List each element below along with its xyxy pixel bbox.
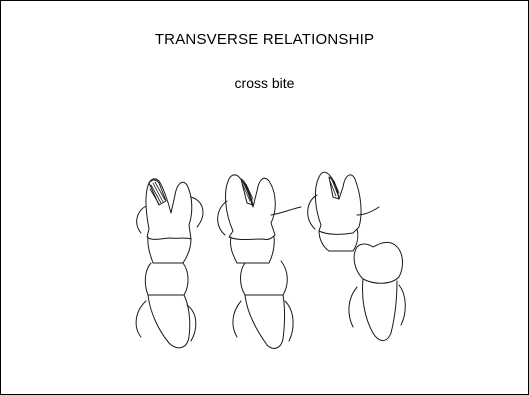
tooth-pair-left bbox=[136, 179, 203, 348]
lower-tooth-crown-right bbox=[354, 242, 402, 283]
hatched-cusp-right bbox=[329, 177, 339, 199]
lower-tooth-crown-middle bbox=[241, 261, 288, 295]
upper-root-left bbox=[148, 237, 191, 263]
lower-tooth-crown-left bbox=[145, 263, 188, 295]
gum-line-upper-right-right bbox=[357, 207, 379, 215]
upper-root-middle bbox=[230, 237, 274, 263]
gum-line-upper-right bbox=[191, 197, 203, 227]
gum-line-upper-left bbox=[137, 206, 146, 233]
lower-root-right bbox=[362, 279, 397, 341]
tooth-pair-middle bbox=[218, 175, 301, 349]
upper-root-right bbox=[319, 229, 358, 251]
gum-line-lower-left bbox=[136, 301, 146, 337]
hatched-cusp-left bbox=[149, 180, 166, 205]
upper-tooth-crown-middle bbox=[226, 175, 276, 240]
gum-line-lower-right-left bbox=[349, 287, 357, 327]
tooth-pair-right bbox=[308, 172, 406, 340]
gum-line-lower-middle-left bbox=[233, 301, 241, 337]
gum-line-lower-right bbox=[187, 305, 196, 341]
upper-tooth-crown-right bbox=[315, 172, 361, 234]
lower-root-middle bbox=[245, 295, 285, 348]
gum-line-lower-middle-right bbox=[285, 301, 293, 341]
lower-root-left bbox=[148, 295, 190, 348]
gum-line-lower-right-right bbox=[399, 285, 405, 325]
